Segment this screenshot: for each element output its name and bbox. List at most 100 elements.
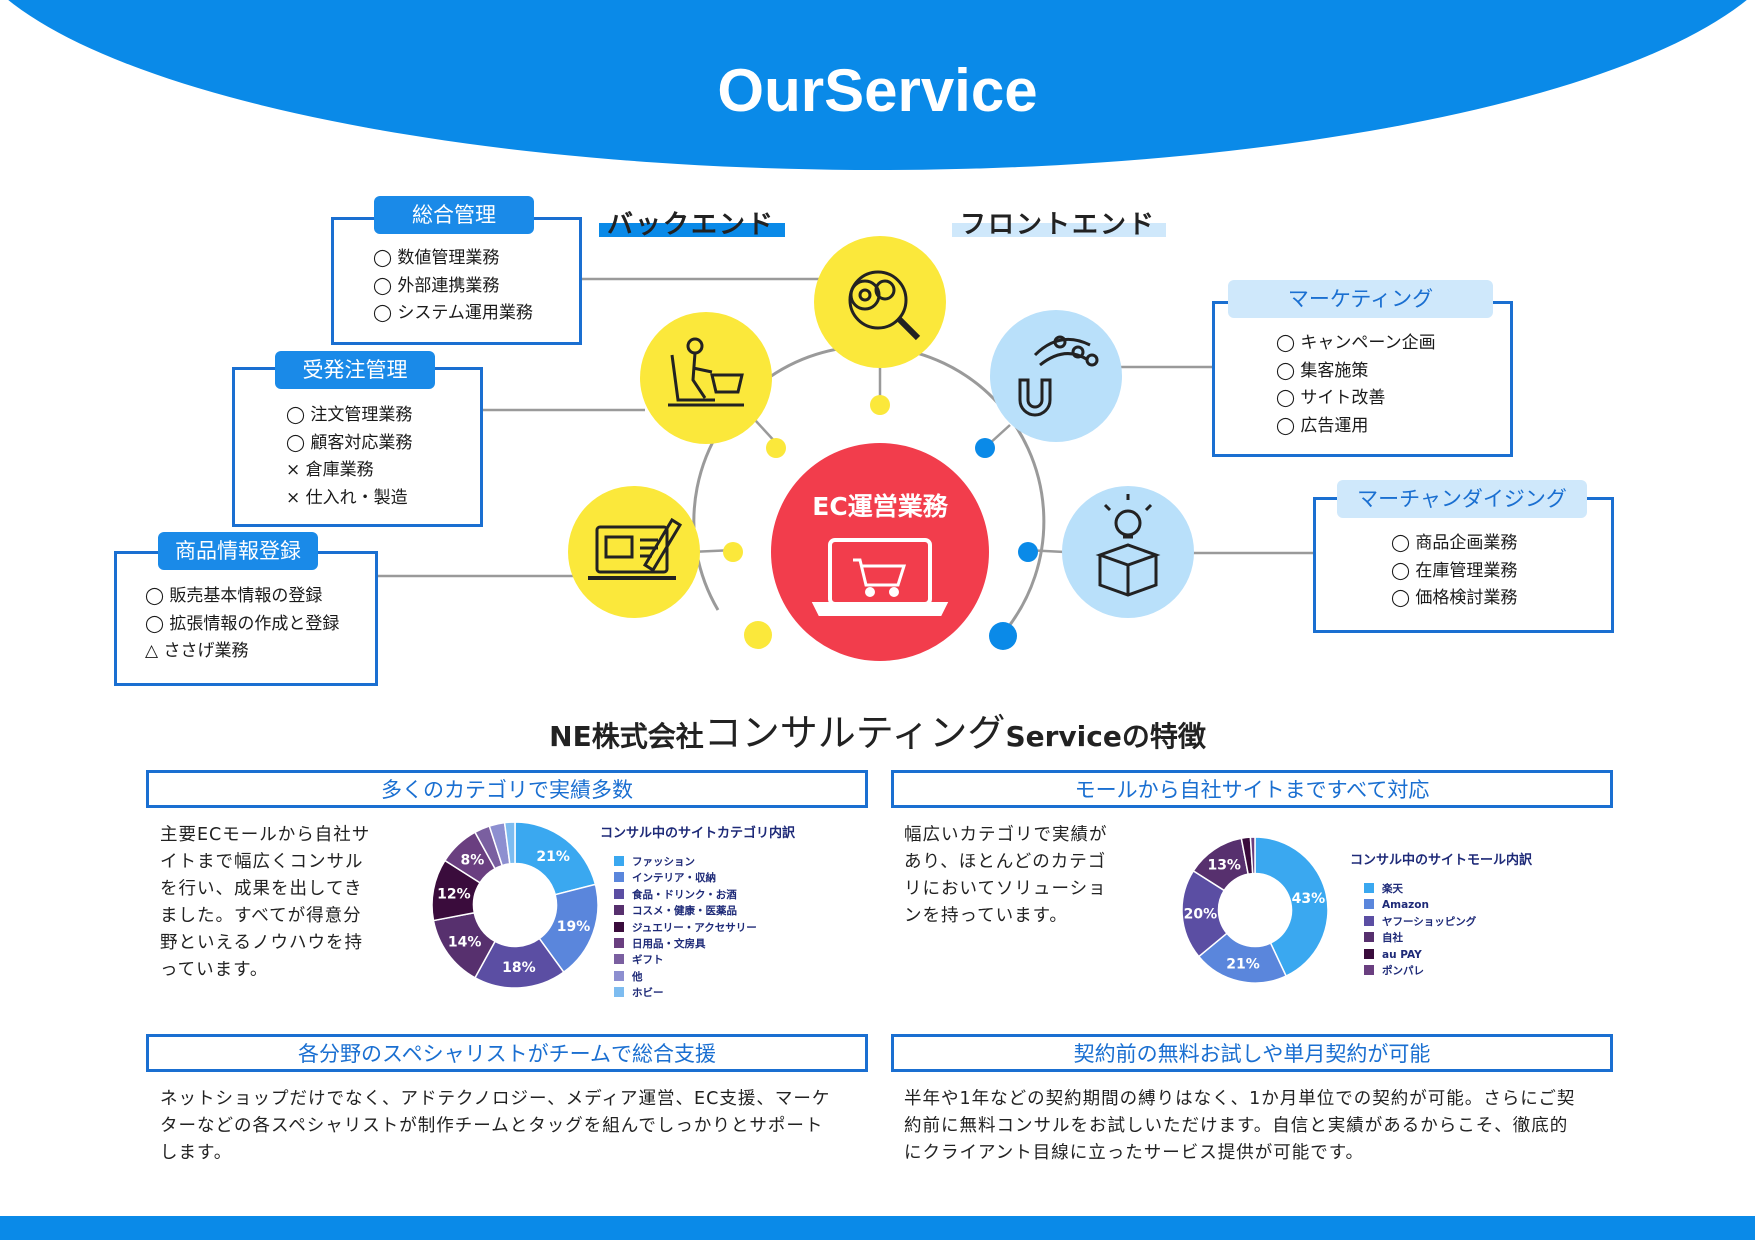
legend-label: 自社	[1382, 932, 1403, 945]
slice-label: 13%	[1207, 858, 1241, 874]
center-label: EC運営業務	[812, 492, 948, 521]
orbit-dot	[870, 395, 890, 415]
list-item: ◯ サイト改善	[1276, 388, 1386, 408]
legend-swatch	[614, 970, 624, 981]
chart-legend: ファッションインテリア・収納食品・ドリンク・お酒コスメ・健康・医薬品ジュエリー・…	[614, 854, 757, 1002]
page-title: OurService	[717, 57, 1038, 124]
backend-circle-shopper	[640, 312, 772, 444]
features-title: NE株式会社コンサルティングServiceの特徴	[549, 711, 1206, 755]
box-merchandising	[1313, 497, 1614, 633]
legend-item: ポンパレ	[1364, 963, 1476, 979]
legend-item: 食品・ドリンク・お酒	[614, 887, 757, 903]
box-title-product: 商品情報登録	[158, 532, 318, 570]
legend-label: 食品・ドリンク・お酒	[632, 888, 737, 901]
list-general: ◯ 数値管理業務 ◯ 外部連携業務 ◯ システム運用業務	[373, 245, 533, 328]
legend-swatch	[1364, 932, 1374, 943]
lightbulb-box-icon	[1095, 494, 1161, 597]
legend-label: コスメ・健康・医薬品	[632, 905, 737, 918]
laptop-cart-icon	[811, 538, 949, 616]
slice-label: 19%	[557, 919, 591, 935]
orbit-dot	[744, 621, 772, 649]
shopper-cart-icon	[668, 337, 744, 407]
legend-swatch	[614, 921, 624, 932]
slice-label: 14%	[448, 935, 482, 951]
donut-slice	[1254, 836, 1329, 978]
frontend-label: フロントエンド	[952, 204, 1167, 241]
legend-label: ギフト	[632, 954, 664, 967]
chart-legend: 楽天 Amazon ヤフーショッピング自社 au PAY ポンパレ	[1364, 881, 1476, 979]
donut-slice	[1249, 836, 1256, 875]
list-item: ◯ 広告運用	[1276, 415, 1369, 436]
legend-swatch	[614, 872, 624, 883]
backend-circle-gears	[814, 236, 946, 368]
legend-item: ヤフーショッピング	[1364, 914, 1476, 930]
box-order-management	[232, 367, 483, 527]
frontend-circle-idea	[1062, 486, 1194, 618]
feature-heading: 契約前の無料お試しや単月契約が可能	[891, 1034, 1613, 1072]
list-item: ◯ 数値管理業務	[373, 248, 500, 268]
frontend-circle-magnet	[990, 310, 1122, 442]
legend-label: au PAY	[1382, 948, 1422, 961]
legend-swatch	[614, 954, 624, 965]
legend-item: インテリア・収納	[614, 870, 757, 886]
legend-item: 楽天	[1364, 881, 1476, 897]
list-item: ◯ 商品企画業務	[1391, 533, 1518, 553]
legend-item: Amazon	[1364, 897, 1476, 913]
feature-heading: 多くのカテゴリで実績多数	[146, 770, 868, 808]
orbit-dot	[723, 542, 743, 562]
feature-heading: 各分野のスペシャリストがチームで総合支援	[146, 1034, 868, 1072]
legend-label: ジュエリー・アクセサリー	[632, 921, 757, 934]
slice-label: 20%	[1184, 906, 1218, 922]
feature-text: 主要ECモールから自社サ イトまで幅広くコンサル を行い、成果を出してき ました…	[160, 825, 371, 980]
list-item: ◯ 在庫管理業務	[1391, 560, 1518, 581]
slice-label: 43%	[1292, 891, 1326, 907]
list-marketing: ◯ キャンペーン企画 ◯ 集客施策 ◯ サイト改善 ◯ 広告運用	[1276, 330, 1436, 440]
list-product: ◯ 販売基本情報の登録 ◯ 拡張情報の作成と登録 △ ささげ業務	[145, 583, 339, 666]
list-item: × 倉庫業務	[286, 460, 374, 480]
list-item: ◯ 集客施策	[1276, 360, 1369, 381]
legend-item: コスメ・健康・医薬品	[614, 903, 757, 919]
gear-search-icon	[848, 270, 921, 341]
legend-label: Amazon	[1382, 899, 1429, 912]
legend-swatch	[614, 905, 624, 916]
list-item: ◯ システム運用業務	[373, 303, 533, 323]
box-title-marketing: マーケティング	[1228, 280, 1493, 318]
legend-swatch	[614, 938, 624, 949]
box-product-registration	[114, 551, 378, 686]
legend-label: 日用品・文房具	[632, 938, 706, 951]
orbit-dot	[1018, 542, 1038, 562]
legend-label: ホビー	[632, 987, 664, 1000]
legend-swatch	[614, 888, 624, 899]
legend-item: ホビー	[614, 985, 757, 1001]
chart-title: コンサル中のサイトモール内訳	[1350, 853, 1533, 868]
category-donut-chart: 21%19%18%14%12%8%	[431, 821, 599, 989]
slice-label: 18%	[502, 960, 536, 976]
list-item: ◯ 販売基本情報の登録	[145, 586, 323, 606]
legend-label: ファッション	[632, 856, 695, 868]
list-merch: ◯ 商品企画業務 ◯ 在庫管理業務 ◯ 価格検討業務	[1391, 530, 1517, 613]
legend-swatch	[614, 987, 624, 998]
list-item: × 仕入れ・製造	[286, 487, 408, 508]
legend-swatch	[1364, 948, 1374, 959]
legend-item: ファッション	[614, 854, 757, 870]
legend-label: 楽天	[1382, 883, 1403, 895]
mall-donut-chart: 43%21%20%13%	[1181, 836, 1329, 984]
legend-label: ヤフーショッピング	[1382, 915, 1477, 928]
legend-item: au PAY	[1364, 947, 1476, 963]
orbit-dot	[975, 438, 995, 458]
list-item: △ ささげ業務	[145, 641, 249, 661]
legend-item: 日用品・文房具	[614, 936, 757, 952]
orbit-dot	[766, 438, 786, 458]
legend-item: ギフト	[614, 952, 757, 968]
legend-swatch	[1364, 915, 1374, 926]
box-title-general: 総合管理	[374, 196, 534, 234]
feature-text: ネットショップだけでなく、アドテクノロジー、メディア運営、EC支援、マーケ ター…	[160, 1089, 831, 1163]
legend-swatch	[614, 856, 624, 866]
slice-label: 21%	[536, 849, 570, 865]
laptop-pencil-icon	[588, 517, 683, 580]
legend-item: 自社	[1364, 930, 1476, 946]
box-title-merch: マーチャンダイジング	[1337, 480, 1587, 518]
legend-item: ジュエリー・アクセサリー	[614, 920, 757, 936]
legend-swatch	[1364, 899, 1374, 910]
center-circle	[765, 437, 995, 667]
